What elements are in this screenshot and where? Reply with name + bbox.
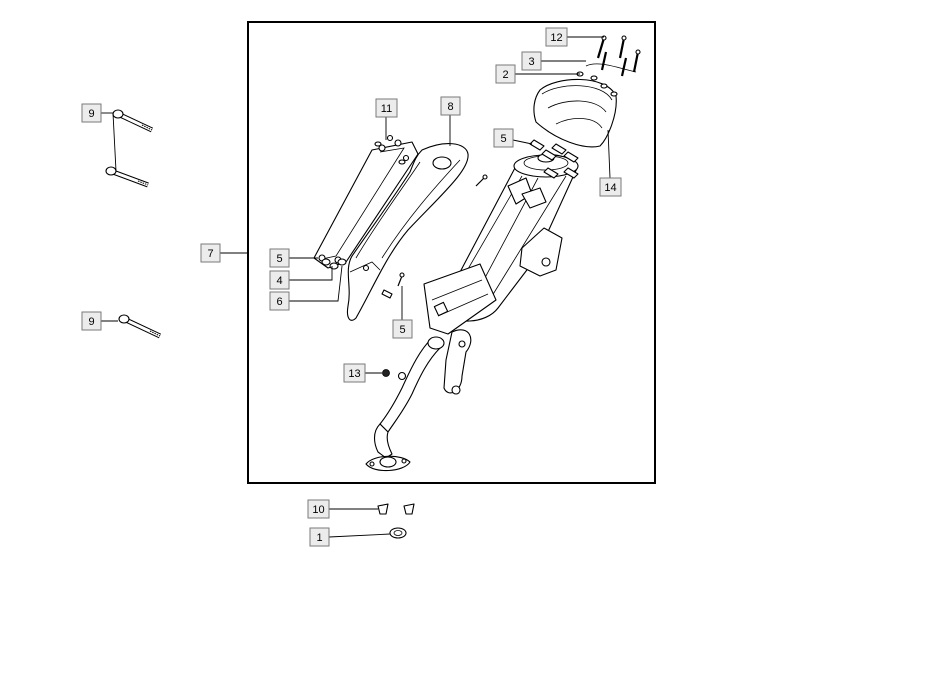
callout-9-lower: 9: [81, 311, 102, 331]
callout-text: 9: [88, 108, 94, 120]
callout-text: 11: [381, 103, 392, 115]
callout-text: 9: [88, 316, 94, 328]
heat-shield: [346, 143, 469, 321]
callout-text: 14: [604, 182, 616, 194]
sensor-plug: [382, 369, 390, 377]
callout-text: 2: [502, 69, 508, 81]
callout-5-right: 5: [493, 128, 514, 148]
stud-bracket: [585, 35, 641, 77]
callout-3: 3: [521, 51, 542, 71]
callout-text: 12: [550, 32, 562, 44]
leader-lines: [101, 36, 611, 538]
assembly-frame: [247, 21, 656, 484]
clip-pair: [377, 503, 415, 515]
callout-text: 4: [276, 275, 282, 287]
callout-text: 5: [500, 133, 506, 145]
callout-text: 3: [528, 56, 534, 68]
mounting-arm: [443, 329, 472, 395]
callout-9-upper: 9: [81, 103, 102, 123]
callout-5-middle: 5: [392, 319, 413, 339]
callout-10: 10: [307, 499, 330, 519]
callout-text: 13: [348, 368, 360, 380]
callout-text: 10: [312, 504, 324, 516]
callout-text: 6: [276, 296, 282, 308]
callout-8: 8: [440, 96, 461, 116]
muffler-end-cap: [533, 78, 617, 148]
callout-14: 14: [599, 177, 622, 197]
callout-5-left: 5: [269, 248, 290, 268]
callout-1: 1: [309, 527, 330, 547]
callout-text: 5: [399, 324, 405, 336]
gasket: [389, 527, 407, 539]
callout-7: 7: [200, 243, 221, 263]
callout-text: 1: [316, 532, 322, 544]
callout-text: 5: [276, 253, 282, 265]
callout-2: 2: [495, 64, 516, 84]
callout-6: 6: [269, 291, 290, 311]
exhaust-flange: [365, 455, 411, 472]
muffler: [423, 153, 579, 335]
callout-13: 13: [343, 363, 366, 383]
callout-text: 7: [207, 248, 213, 260]
exhaust-pipe: [373, 336, 445, 459]
bolt-upper-2: [105, 166, 149, 188]
callout-11: 11: [375, 98, 398, 118]
callout-text: 8: [447, 101, 453, 113]
bolt-lower: [118, 314, 162, 339]
callout-12: 12: [545, 27, 568, 47]
cap-screws: [529, 139, 579, 179]
bolt-upper-1: [112, 109, 154, 133]
callout-4: 4: [269, 270, 290, 290]
